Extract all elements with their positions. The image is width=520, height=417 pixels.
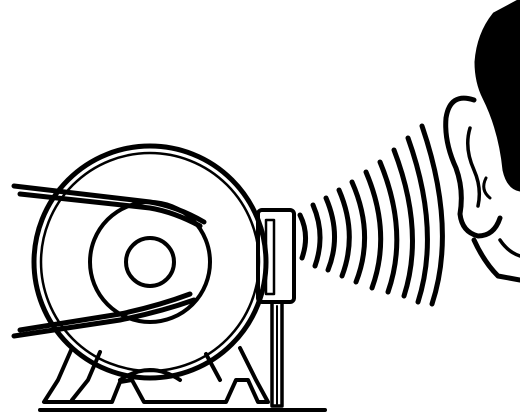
motor-base — [44, 348, 268, 402]
listener-head — [446, 0, 520, 280]
pulley-inner-rim — [41, 153, 259, 371]
sound-waves — [300, 126, 442, 304]
jaw-neck — [474, 240, 520, 280]
pulley-hub — [126, 238, 174, 286]
pulley-wheel — [34, 146, 266, 378]
ear-inner — [468, 128, 480, 206]
hair — [476, 0, 520, 190]
pulley-outer-rim — [34, 146, 266, 378]
